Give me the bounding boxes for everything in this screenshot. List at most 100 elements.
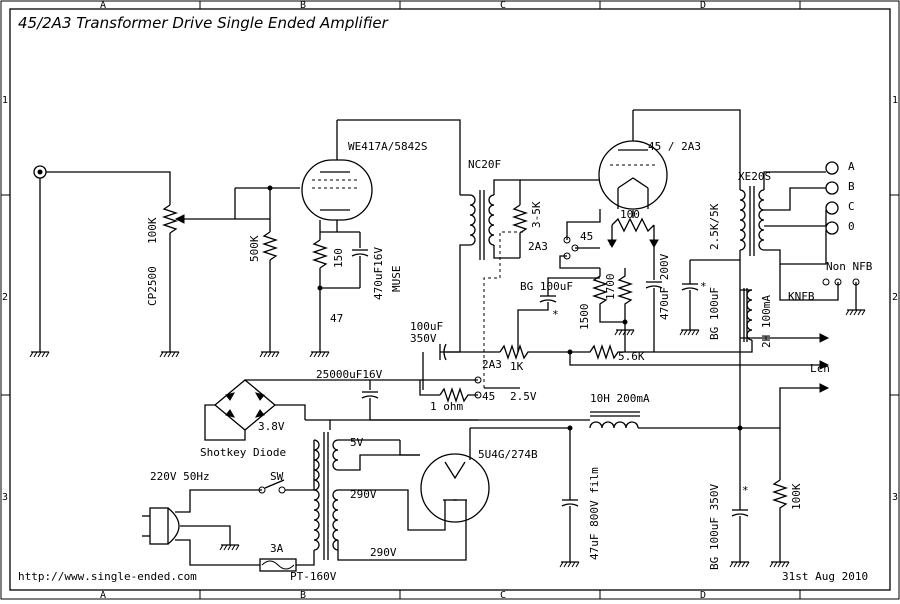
zone-col-a-top: A [100,0,106,11]
input-jack [29,165,171,358]
speaker-terminals [825,161,839,235]
driver-tube [301,119,461,240]
nfb-knfb-label: KNFB [788,290,815,303]
interstage-load: 3-5K [530,201,543,228]
mains-label: 220V 50Hz [150,470,210,483]
res-5k6-value: 5.6K [618,350,645,363]
coupling-cap-value: 100uF [410,320,443,333]
small-choke [740,288,830,353]
zone-row-1-right: 1 [892,95,898,106]
hum-pot-value: 100 [620,208,640,221]
interstage-transformer [459,179,600,352]
dashed-link [483,231,523,390]
zone-col-d-bottom: D [700,590,706,600]
zone-row-1-left: 1 [2,95,8,106]
sec-290b-label: 290V [370,546,397,559]
reservoir-cap [729,430,750,568]
interstage-name: NC20F [468,158,501,171]
output-transformer-name: XE20S [738,170,771,183]
page-title: 45/2A3 Transformer Drive Single Ended Am… [18,14,389,32]
bias-selector [559,209,601,269]
footer-date: 31st Aug 2010 [782,570,868,583]
nfb-non-label: Non NFB [826,260,873,273]
tap-b: B [848,180,855,193]
driver-tube-type: WE417A/5842S [348,140,427,153]
cathode-cap-value: 470uF16V [372,247,385,300]
filament-voltage: 2.5V [510,390,537,403]
power-switch[interactable] [258,440,315,494]
grid-resistor-value: 500K [248,235,261,262]
power-transformer-name: PT-160V [290,570,337,583]
switch-label: SW [270,470,284,483]
zone-col-d-top: D [700,0,706,11]
output-tube-type: 45 / 2A3 [648,140,701,153]
bias-cap-mark: * [552,308,559,321]
volume-potentiometer [159,204,270,358]
power-transformer [305,419,467,561]
bypass-cap-value: 470uF 200V [658,253,671,320]
frame-inner [9,8,891,591]
bias-res-1500: 1500 [578,304,591,331]
rectifier-type: 5U4G/274B [478,448,538,461]
input-pot-part: CP2500 [146,266,159,306]
reservoir-cap-mark: * [742,484,749,497]
selector-2a3-label: 2A3 [528,240,548,253]
reservoir-cap-value: BG 100uF 350V [708,484,721,570]
cathode-bypass-cap [645,247,663,352]
filament-2a3-label: 2A3 [482,358,502,371]
filament-cap-value: 25000uF16V [316,368,383,381]
footer-url: http://www.single-ended.com [18,570,197,583]
zone-col-c-bottom: C [500,590,506,600]
sec-5v-label: 5V [350,436,364,449]
tap-c: C [848,200,855,213]
bridge-rectifier [204,379,306,441]
output-impedance: 2.5K/5K [708,203,721,250]
plate-cap-value: BG 100uF [708,287,721,340]
plate-bg-cap [679,259,740,336]
output-transformer [739,171,827,430]
bias-res-1700: 1700 [604,274,617,301]
cathode-extra-value: 47 [330,312,343,325]
bias-resistors [591,268,635,352]
filament-resistor: 1 ohm [430,400,463,413]
filament-supply [245,376,520,421]
channel-label: Lch [810,362,830,375]
film-cap [559,499,580,568]
grid-resistor [234,185,300,358]
zone-col-a-bottom: A [100,590,106,600]
bleeder-value: 100K [790,483,803,510]
filter-cap-value: 47uF 800V film [588,467,601,560]
bridge-voltage: 3.8V [258,420,285,433]
filament-45-label: 45 [482,390,495,403]
res-1k-value: 1K [510,360,524,373]
bridge-type: Shotkey Diode [200,446,286,459]
hum-balance-pot [607,210,659,249]
small-choke-value: 2H 100mA [760,295,773,348]
zone-row-3-right: 3 [892,492,898,503]
bias-bg-cap [517,277,600,352]
zone-col-b-top: B [300,0,306,11]
bleeder-resistor [769,479,790,568]
output-tube [598,109,741,210]
cathode-cap-brand: MUSE [390,266,403,293]
mains-input [142,489,262,566]
tap-a: A [848,160,855,173]
input-pot-value: 100K [146,217,159,244]
coupling-cap-voltage: 350V [410,332,437,345]
zone-row-2-left: 2 [2,292,8,303]
driver-supply-line [422,343,830,390]
selector-45-label: 45 [580,230,593,243]
plate-cap-mark: * [700,280,707,293]
fuse-value: 3A [270,542,284,555]
nfb-switch[interactable] [779,264,866,316]
cathode-network [309,231,369,358]
main-choke-value: 10H 200mA [590,392,650,405]
bias-cap-value: BG 100uF [520,280,573,293]
zone-row-2-right: 2 [892,292,898,303]
sec-290a-label: 290V [350,488,377,501]
bplus-line [330,383,830,500]
